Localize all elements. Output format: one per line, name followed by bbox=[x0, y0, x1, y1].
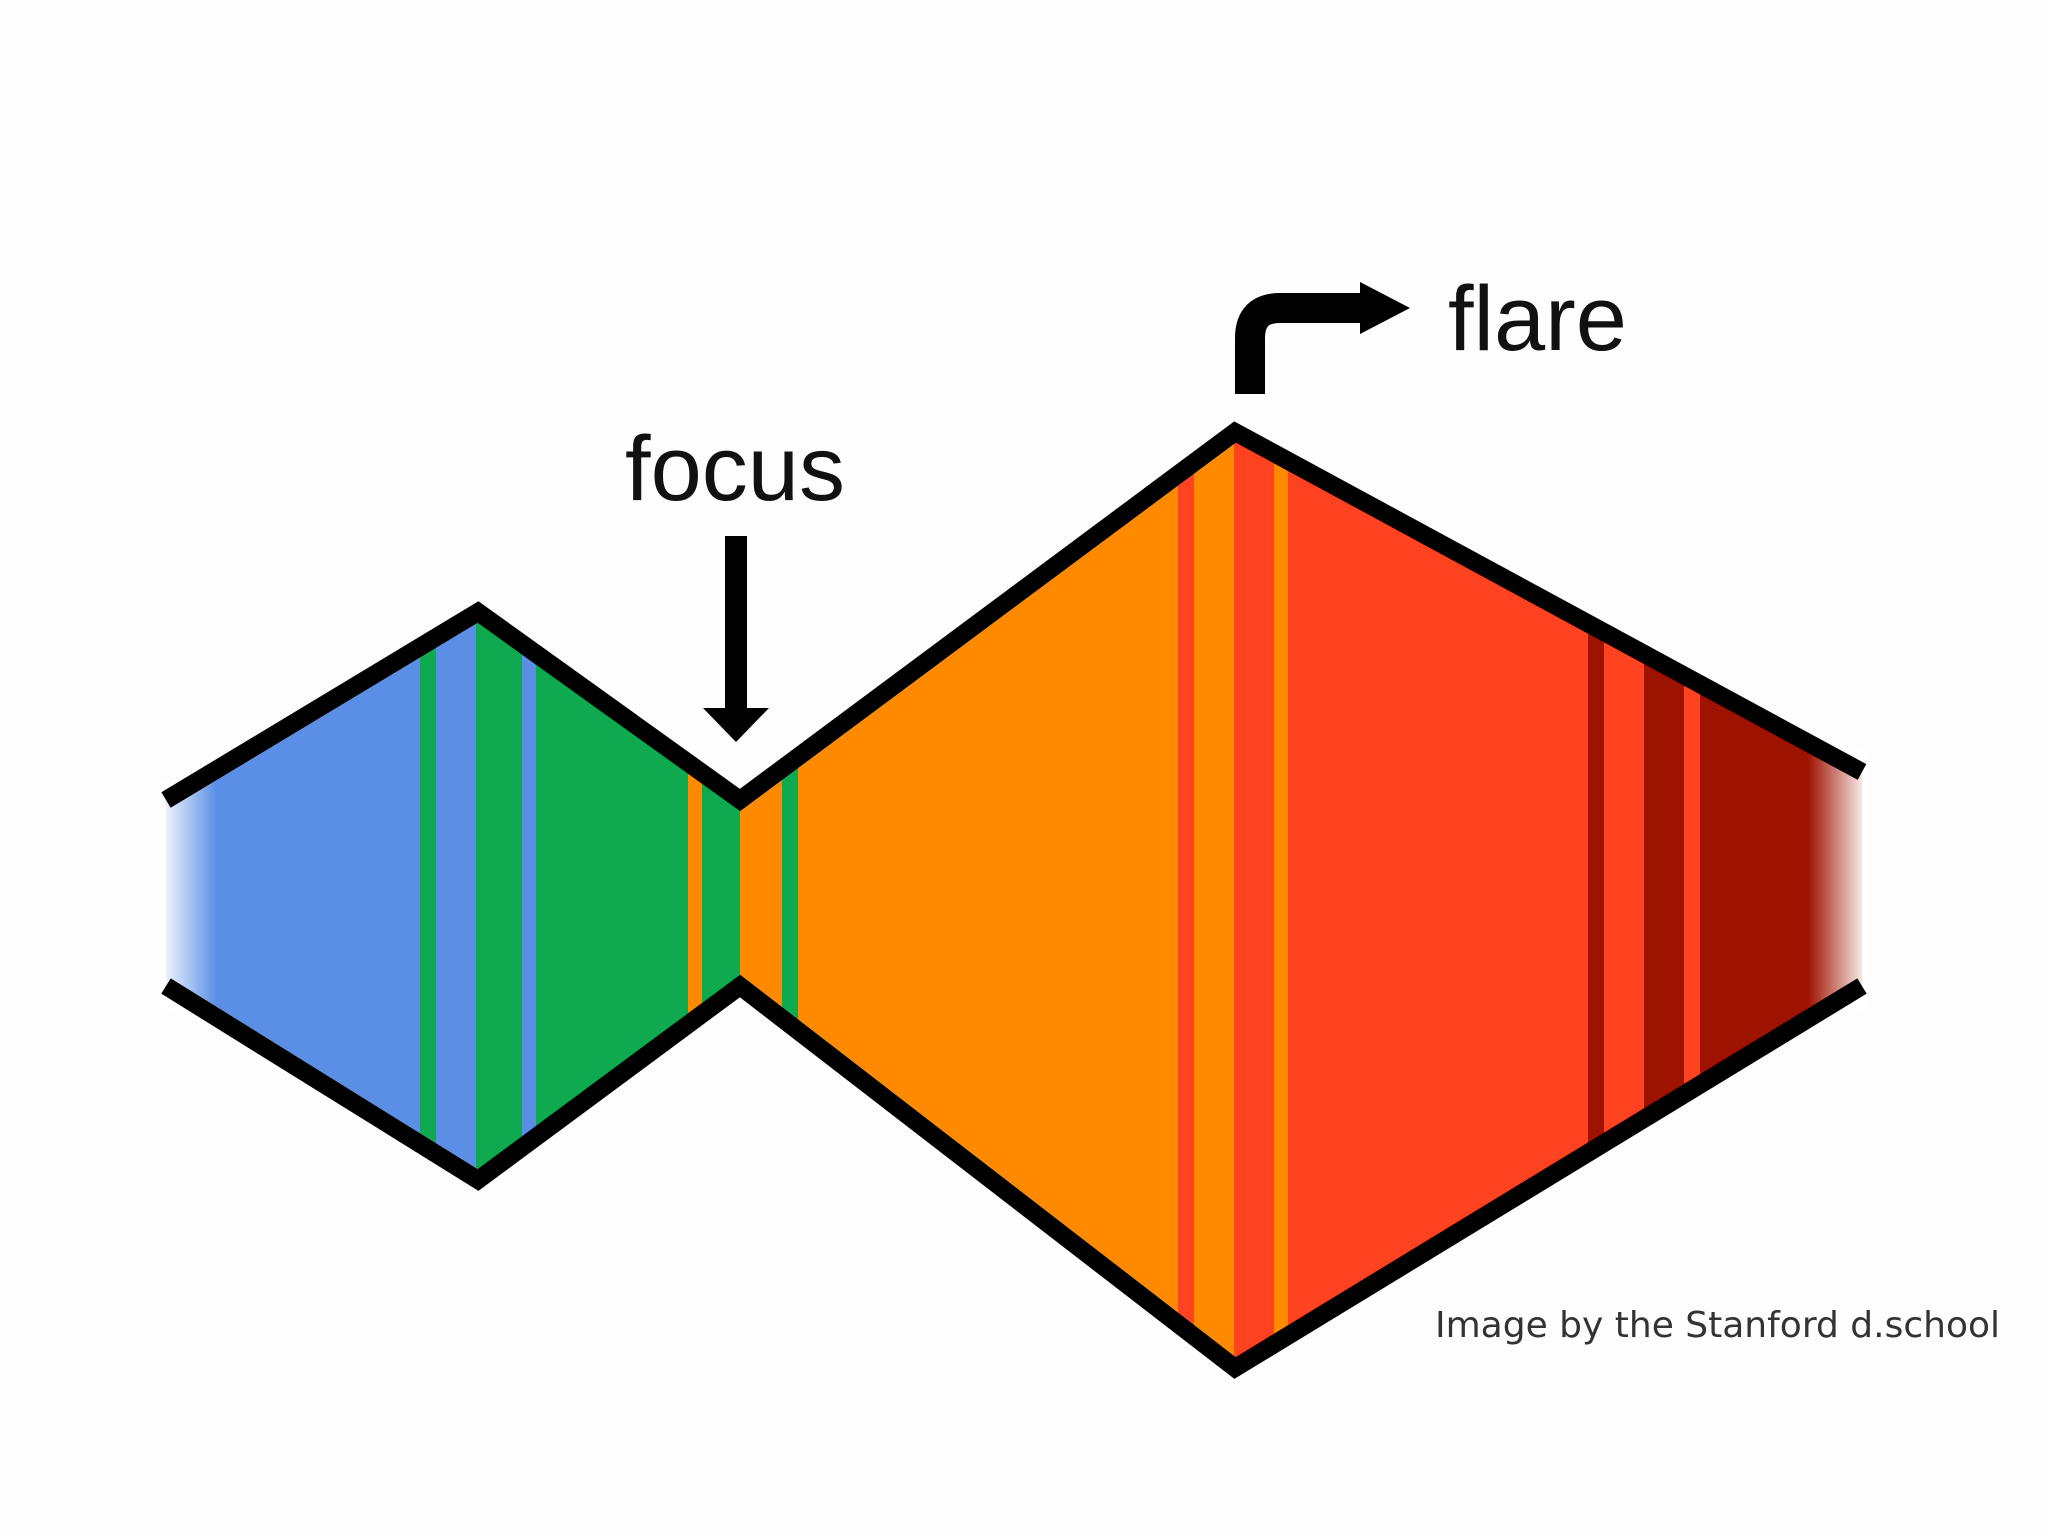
red-stripe bbox=[1684, 432, 1700, 1368]
image-credit: Image by the Stanford d.school bbox=[1434, 1305, 2000, 1346]
focus-down-arrow bbox=[703, 536, 769, 742]
green-stripe bbox=[782, 432, 798, 1368]
red-band bbox=[1604, 432, 1644, 1368]
orange-band bbox=[1194, 432, 1234, 1368]
green-stripe bbox=[420, 612, 436, 1180]
red-stripe bbox=[1178, 432, 1194, 1368]
green-band bbox=[476, 612, 522, 1180]
right-fade bbox=[1808, 750, 1868, 1010]
blue-stripe bbox=[436, 612, 476, 1180]
diagram-outline bbox=[161, 421, 1867, 1379]
dark-red-band bbox=[1644, 432, 1684, 1368]
orange-stripe bbox=[688, 612, 702, 1180]
blue-stripe bbox=[522, 612, 536, 1180]
flare-turn-arrow bbox=[1235, 282, 1410, 394]
left-diamond-fill bbox=[166, 612, 740, 1180]
top-outline bbox=[161, 421, 1867, 812]
focus-label: focus bbox=[625, 418, 845, 520]
dark-red-stripe bbox=[1588, 432, 1604, 1368]
left-fade bbox=[160, 780, 216, 1010]
orange-band bbox=[798, 432, 1178, 1368]
flare-label: flare bbox=[1448, 268, 1627, 370]
red-band bbox=[1234, 432, 1274, 1368]
orange-stripe bbox=[1274, 432, 1288, 1368]
bottom-outline bbox=[161, 974, 1867, 1379]
right-diamond-fill bbox=[740, 432, 1862, 1368]
